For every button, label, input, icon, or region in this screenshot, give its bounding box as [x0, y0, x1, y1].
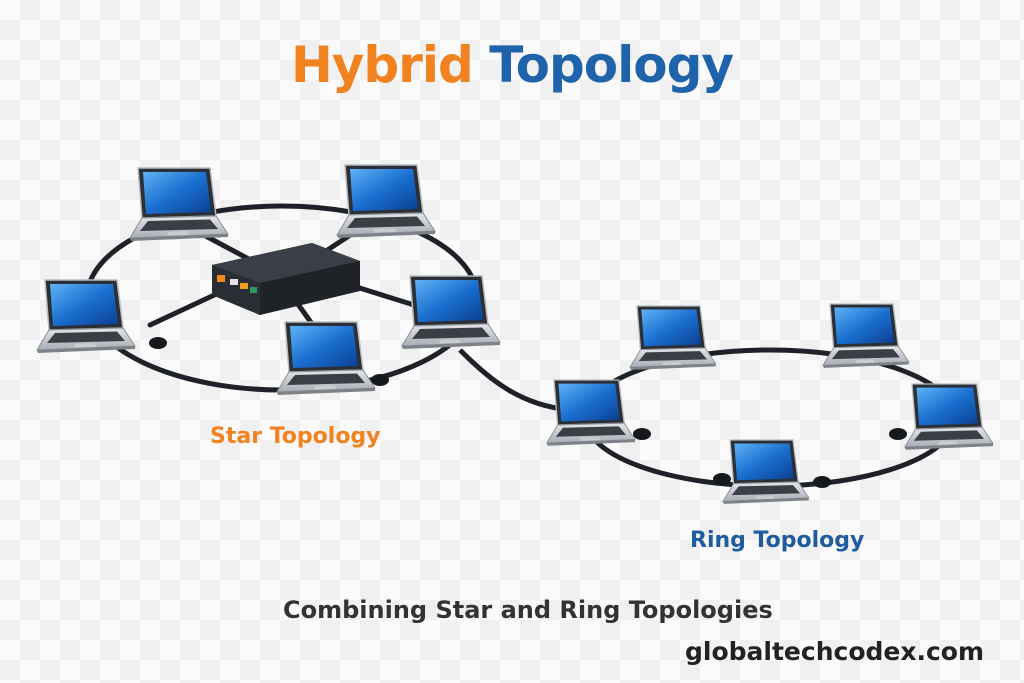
laptop-icon: [822, 303, 910, 369]
laptop-icon: [904, 383, 994, 451]
cable-switch-laptop3: [147, 287, 228, 328]
laptop-icon: [546, 379, 636, 447]
website-credit: globaltechcodex.com: [685, 637, 985, 666]
laptop-icon: [629, 305, 717, 371]
laptop-icon: [36, 279, 136, 354]
bridge-cable: [458, 348, 571, 413]
diagram-subtitle: Combining Star and Ring Topologies: [283, 596, 773, 624]
title-hybrid: Hybrid: [290, 36, 474, 94]
network-switch: [212, 243, 360, 315]
star-topology-label: Star Topology: [210, 424, 381, 449]
cable-connectors: [149, 337, 907, 488]
laptop-icon: [276, 321, 376, 396]
laptop-icon: [401, 275, 501, 350]
laptop-icon: [336, 164, 436, 239]
laptop-icon: [129, 167, 229, 242]
ring-laptops: [546, 303, 994, 505]
laptop-icon: [722, 439, 810, 505]
title-topology: Topology: [489, 36, 734, 94]
diagram-title: Hybrid Topology: [0, 36, 1024, 94]
ring-topology-label: Ring Topology: [690, 528, 865, 553]
